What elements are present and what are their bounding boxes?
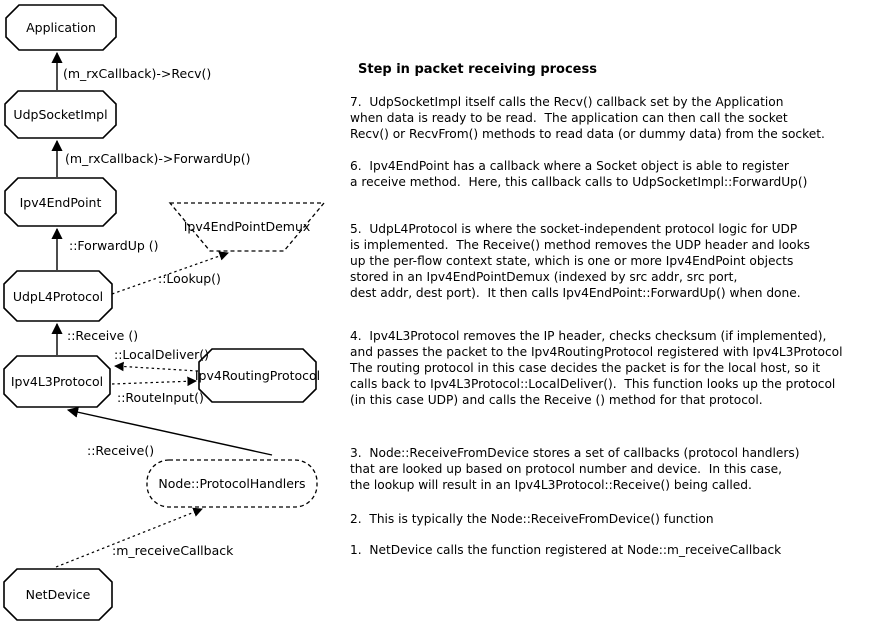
node-udp-l4-protocol: UdpL4Protocol bbox=[12, 288, 104, 304]
step-4: 4. Ipv4L3Protocol removes the IP header,… bbox=[350, 329, 843, 407]
arrow-netdevice-to-protocolhandlers-receivecallback bbox=[55, 507, 203, 568]
udp-socket-impl-node-shape bbox=[4, 90, 117, 139]
node-ipv4-l3-protocol: Ipv4L3Protocol bbox=[10, 374, 104, 389]
step-7: 7. UdpSocketImpl itself calls the Recv()… bbox=[350, 95, 825, 141]
edge-label-receive-udp: ::Receive () bbox=[67, 328, 139, 343]
edge-label-receive-callback: :m_receiveCallback bbox=[112, 543, 234, 558]
net-device-node-shape bbox=[3, 568, 113, 621]
arrow-protocolhandlers-to-ipv4l3protocol bbox=[66, 406, 273, 456]
edge-label-route-input: ::RouteInput() bbox=[117, 390, 204, 405]
application-node-shape bbox=[5, 4, 117, 51]
node-ipv4-routing-protocol: Ipv4RoutingProtocol bbox=[194, 368, 321, 383]
step-3: 3. Node::ReceiveFromDevice stores a set … bbox=[350, 446, 800, 492]
udp-l4-protocol-node-shape bbox=[3, 270, 113, 322]
node-protocol-handlers: Node::ProtocolHandlers bbox=[158, 475, 306, 491]
ipv4-end-point-demux-shape bbox=[168, 202, 326, 252]
node-ipv4-end-point: Ipv4EndPoint bbox=[19, 194, 102, 210]
node-protocol-handlers-shape bbox=[146, 459, 318, 508]
arrow-ipv4l3protocol-to-routingprotocol-routeinput bbox=[111, 376, 197, 387]
ipv4-end-point-node-shape bbox=[4, 177, 117, 227]
ipv4-routing-protocol-node-shape bbox=[198, 348, 317, 403]
notes-title: Step in packet receiving process bbox=[358, 62, 597, 77]
arrow-routingprotocol-to-ipv4l3protocol-localdeliver bbox=[114, 361, 199, 372]
edge-label-forwardup: ::ForwardUp () bbox=[69, 238, 159, 253]
node-net-device: NetDevice bbox=[25, 587, 91, 602]
node-application: Application bbox=[26, 20, 96, 35]
edge-label-local-deliver: ::LocalDeliver() bbox=[114, 347, 210, 362]
edge-label-forwardup-callback: (m_rxCallback)->ForwardUp() bbox=[65, 151, 251, 166]
node-ipv4-end-point-demux: Ipv4EndPointDemux bbox=[183, 218, 311, 234]
step-5: 5. UdpL4Protocol is where the socket-ind… bbox=[350, 222, 811, 300]
edge-label-receive-l3: ::Receive() bbox=[87, 443, 155, 458]
step-2: 2. This is typically the Node::ReceiveFr… bbox=[350, 512, 714, 526]
node-udp-socket-impl: UdpSocketImpl bbox=[13, 107, 108, 122]
arrow-udpl4protocol-to-demux-lookup bbox=[111, 251, 229, 295]
edge-label-recv-callback: (m_rxCallback)->Recv() bbox=[63, 66, 212, 81]
ipv4-l3-protocol-node-shape bbox=[3, 355, 111, 408]
step-1: 1. NetDevice calls the function register… bbox=[350, 543, 782, 557]
step-6: 6. Ipv4EndPoint has a callback where a S… bbox=[350, 159, 808, 189]
edge-label-lookup: ::Lookup() bbox=[158, 271, 221, 286]
